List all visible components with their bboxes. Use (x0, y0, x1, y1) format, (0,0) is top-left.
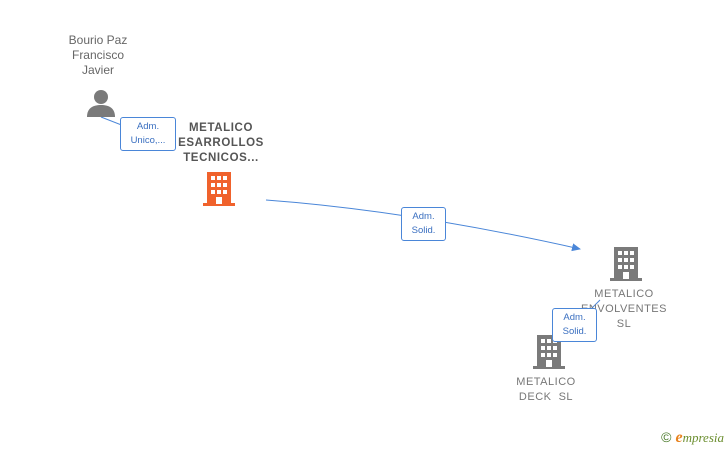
person-icon[interactable] (86, 88, 116, 118)
main-company-name[interactable]: METALICO ESARROLLOS TECNICOS... (178, 122, 264, 164)
building-icon[interactable] (610, 246, 642, 282)
brand-initial: e (675, 429, 683, 446)
edge-label-deck-to-envolventes[interactable]: Adm. Solid. (552, 308, 597, 342)
copyright-icon: © (661, 429, 672, 445)
envolventes-company-name[interactable]: METALICO ENVOLVENTES SL (581, 288, 667, 330)
deck-company-name[interactable]: METALICO DECK SL (516, 376, 576, 403)
edge-label-person-to-main[interactable]: Adm. Unico,... (120, 117, 176, 151)
brand-name: mpresia (682, 430, 724, 445)
empresia-watermark: ©empresia (661, 429, 724, 447)
person-name[interactable]: Bourio Paz Francisco Javier (68, 33, 128, 77)
edge-label-main-to-envolventes[interactable]: Adm. Solid. (401, 207, 446, 241)
building-icon[interactable] (203, 171, 235, 207)
